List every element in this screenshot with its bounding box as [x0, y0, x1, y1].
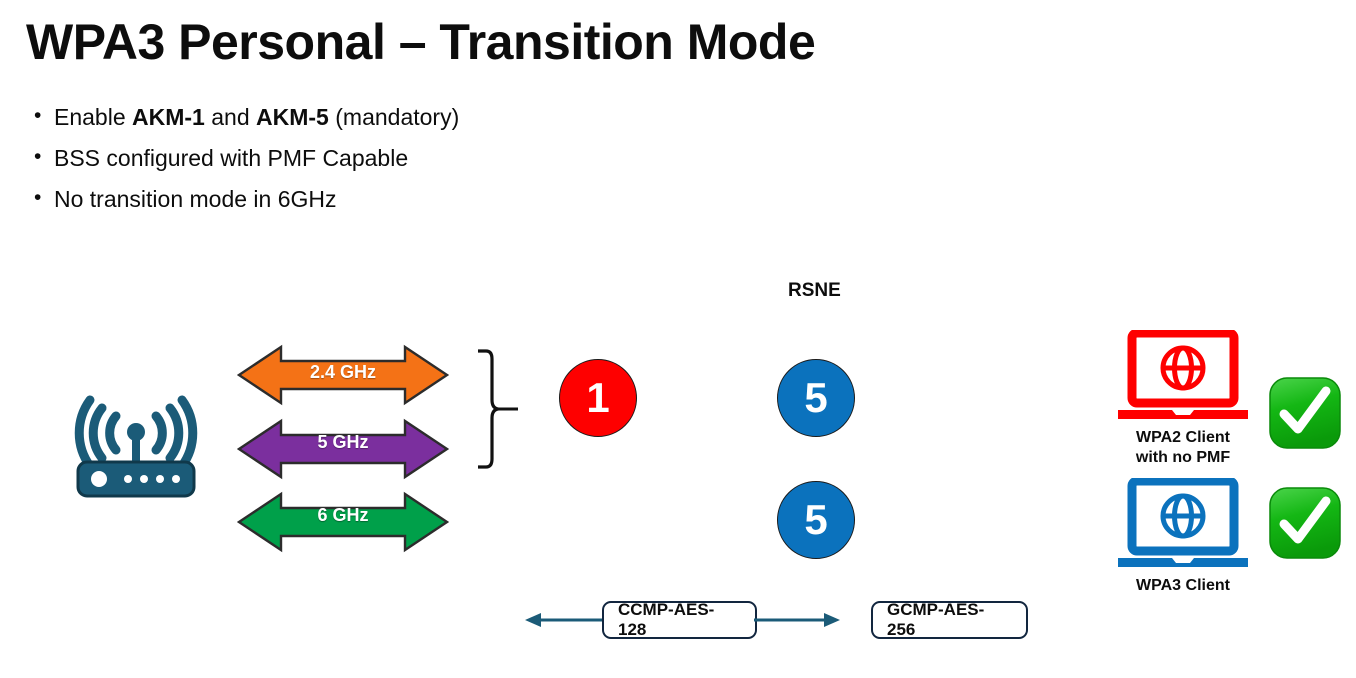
- page-title: WPA3 Personal – Transition Mode: [26, 14, 816, 70]
- green-check-icon: [1268, 376, 1342, 450]
- gcmp-aes-256-box: GCMP-AES-256: [871, 600, 1028, 639]
- bullet-item-2: • BSS configured with PMF Capable: [34, 144, 734, 173]
- laptop-globe-icon: [1118, 330, 1248, 419]
- bullet-list: • Enable AKM-1 and AKM-5 (mandatory) • B…: [34, 103, 734, 225]
- bullet-1-bold-akm1: AKM-1: [132, 104, 205, 130]
- bullet-1-bold-akm5: AKM-5: [256, 104, 329, 130]
- bullet-1-post: (mandatory): [328, 104, 460, 130]
- client-wpa2: WPA2 Client with no PMF: [1104, 330, 1262, 480]
- bullet-marker-icon: •: [34, 185, 42, 209]
- bullet-1-pre: Enable: [54, 104, 133, 130]
- band-arrow-6ghz: 6 GHz: [236, 491, 450, 553]
- client-wpa2-label: WPA2 Client with no PMF: [1135, 429, 1231, 466]
- bullet-marker-icon: •: [34, 144, 42, 168]
- band-arrow-2-4ghz: 2.4 GHz: [236, 344, 450, 406]
- akm-5-circle-upper: 5: [777, 359, 855, 437]
- bullet-1-mid: and: [204, 104, 257, 130]
- bullet-item-3: • No transition mode in 6GHz: [34, 185, 734, 214]
- client-wpa3-label: WPA3 Client: [1136, 577, 1230, 594]
- curly-brace-icon: [474, 348, 522, 470]
- ccmp-left-arrow-icon: [525, 606, 605, 634]
- ccmp-aes-128-box: CCMP-AES-128: [602, 600, 757, 639]
- rsne-label: RSNE: [788, 280, 841, 301]
- gcmp-right-arrow-icon: [754, 606, 840, 634]
- green-check-icon: [1268, 486, 1342, 560]
- akm-5-circle-lower: 5: [777, 481, 855, 559]
- client-wpa3: WPA3 Client: [1104, 478, 1262, 610]
- bullet-item-1: • Enable AKM-1 and AKM-5 (mandatory): [34, 103, 734, 132]
- bullet-marker-icon: •: [34, 104, 42, 127]
- laptop-globe-icon: [1118, 478, 1248, 567]
- bullet-item-2-text: BSS configured with PMF Capable: [54, 144, 409, 171]
- bullet-item-3-text: No transition mode in 6GHz: [54, 185, 337, 212]
- akm-1-circle: 1: [559, 359, 637, 437]
- wifi-router-icon: [72, 392, 200, 504]
- band-arrow-5ghz: 5 GHz: [236, 418, 450, 480]
- bullet-item-1-text: Enable AKM-1 and AKM-5 (mandatory): [54, 103, 734, 132]
